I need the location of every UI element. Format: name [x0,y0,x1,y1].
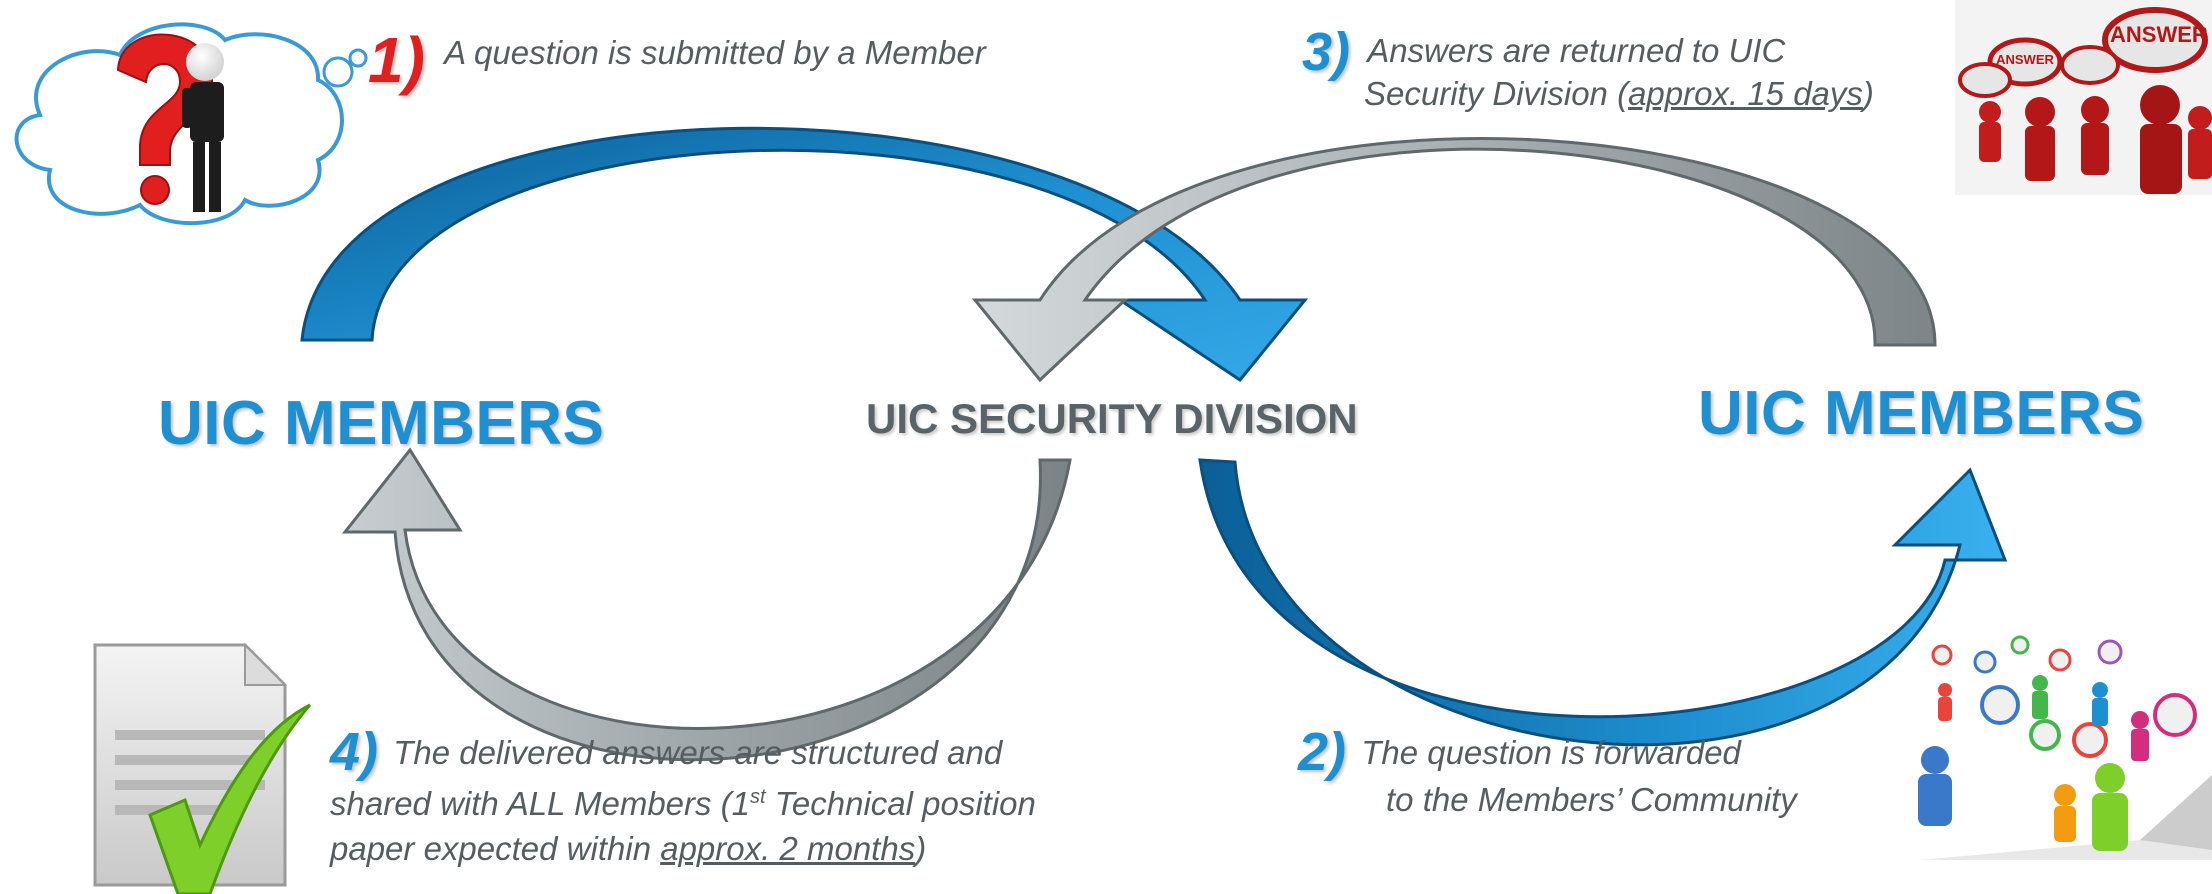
step-3: 3) Answers are returned to UIC Security … [1302,25,1874,116]
step-2-number: 2) [1298,722,1347,782]
arrow-forwarded-to-community [1198,458,2008,747]
step-3-duration: approx. 15 days [1628,75,1863,112]
step-4-number: 4) [330,722,379,782]
step-3-number: 3) [1302,22,1351,82]
arrow-shared-with-all [341,447,1072,762]
step-4-line3-post: ) [915,830,927,867]
step-4-line2-post: Technical position [765,785,1036,822]
step-1-number: 1) [368,24,425,96]
step-4: 4) The delivered answers are structured … [330,725,1036,871]
step-4-line3-pre: paper expected within [330,830,661,867]
answer-sign-text-small: ANSWER [1996,52,2054,67]
step-4-line2-pre: shared with ALL Members (1 [330,785,751,822]
arrow-answers-returned [971,137,1937,383]
step-4-line1: The delivered answers are structured and [393,734,1003,771]
uic-members-left-label: UIC MEMBERS [158,389,605,458]
approved-document-icon [93,642,312,894]
answer-sign-text: ANSWER [2110,22,2208,47]
step-1-text: A question is submitted by a Member [444,34,986,71]
step-3-line2-pre: Security Division ( [1364,75,1629,112]
step-3-line1: Answers are returned to UIC [1367,32,1786,69]
arrow-submit-question [300,126,1309,383]
answer-crowd-icon [1955,0,2212,195]
step-1: 1) A question is submitted by a Member [368,28,986,93]
step-2-line1: The question is forwarded [1361,734,1741,771]
step-4-duration: approx. 2 months [660,830,916,867]
question-thought-bubble-icon [14,22,368,226]
uic-security-division-label: UIC SECURITY DIVISION [866,395,1358,442]
uic-members-right-label: UIC MEMBERS [1698,379,2145,448]
step-2-line2: to the Members’ Community [1386,781,1797,818]
step-3-line2-post: ) [1862,75,1874,112]
step-4-line2-sup: st [750,786,766,808]
community-network-icon [1918,635,2212,860]
step-2: 2) The question is forwarded to the Memb… [1298,725,1797,822]
